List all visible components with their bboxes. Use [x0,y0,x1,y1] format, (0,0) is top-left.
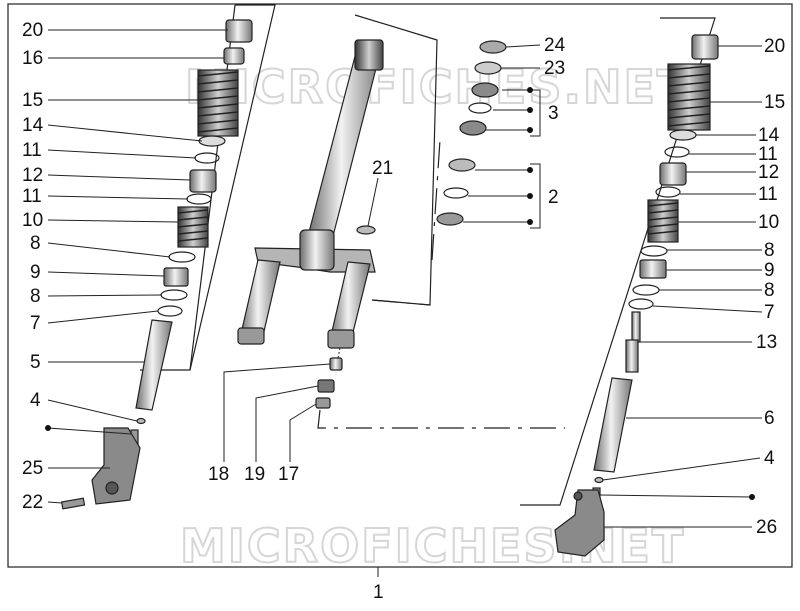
label-7-right: 7 [764,302,775,323]
label-9-right: 9 [764,260,775,281]
label-12-right: 12 [758,162,779,183]
label-10-right: 10 [758,212,779,233]
label-11-left-b: 11 [22,186,42,207]
label-26: 26 [756,517,777,538]
label-23: 23 [544,58,565,79]
part-4-washer-right [594,476,604,484]
label-16: 16 [22,48,43,69]
part-2-cone [436,212,464,226]
part-24-nut [479,40,507,54]
part-14-washer-left [198,135,226,147]
part-3-cup [459,120,487,136]
steering-stem-frame [354,14,438,306]
label-19: 19 [244,464,265,485]
label-6: 6 [764,408,775,429]
label-5: 5 [30,352,41,373]
part-20-cap-left [225,19,253,43]
label-8-right-b: 8 [764,280,775,301]
headset-dots [527,87,533,225]
headset-parts [436,40,507,226]
part-5-tube-left [135,319,173,411]
right-leg-frame [520,17,716,506]
label-15-right: 15 [764,92,785,113]
leader-lines-center [223,44,541,462]
label-12-left: 12 [22,165,43,186]
diagram-frame [7,3,793,568]
label-25: 25 [22,458,43,479]
label-4-left: 4 [30,390,41,411]
part-13-rod-top [631,311,641,343]
label-22: 22 [22,492,43,513]
label-9-left: 9 [30,262,41,283]
part-10-spring-right [647,199,679,243]
label-8-left-b: 8 [30,286,41,307]
label-2: 2 [548,187,559,208]
part-18-spacer [329,357,343,371]
part-17-nut [315,397,331,409]
label-14-left: 14 [22,115,44,136]
label-21: 21 [372,158,393,179]
part-23-lock-ring [474,61,502,75]
part-3-bearing [468,102,492,114]
leader-dash-line [317,409,565,429]
label-11-right-b: 11 [758,184,778,205]
part-9-bush-right [639,259,667,279]
part-9-bush-left [163,267,189,287]
part-11-ring-left-b [186,193,212,205]
part-12-bush-right [659,162,687,186]
label-20-right: 20 [764,36,785,57]
part-7-clip-right [628,298,654,310]
label-8-left-a: 8 [30,233,41,254]
part-11-ring-right-a [664,146,690,158]
part-22-bolt [60,497,86,510]
label-18: 18 [208,464,229,485]
leader-lines-right [599,45,763,528]
left-leg-frame [140,4,276,371]
part-3-cone [471,82,499,98]
part-21-washer [356,225,376,235]
label-15-left: 15 [22,90,43,111]
part-8-seal-right-a [640,245,668,257]
label-7-left: 7 [30,313,41,334]
label-20-left: 20 [22,20,43,41]
right-leg-parts [554,34,719,557]
part-16-spacer [223,47,245,65]
leader-lines-left [47,29,228,504]
part-4-washer-left [136,417,146,425]
part-8-seal-left-b [160,289,188,301]
part-2-cup [448,158,476,172]
steering-stem [237,39,384,409]
part-8-seal-left-a [168,251,196,263]
part-14-washer-right [669,129,697,141]
label-17: 17 [278,464,299,485]
part-11-ring-right-b [655,186,681,198]
part-11-ring-left-a [194,152,220,164]
part-labels: 20 16 15 14 11 12 11 10 8 9 8 7 5 4 25 2… [22,20,785,538]
part-2-bearing [443,187,469,199]
label-11-left-a: 11 [22,140,42,161]
part-6-tube-right [593,377,633,473]
part-20-cap-right [691,34,719,60]
label-13: 13 [756,332,777,353]
label-24: 24 [544,35,566,56]
part-8-seal-right-b [632,284,660,296]
label-8-right-a: 8 [764,240,775,261]
label-10-left: 10 [22,210,43,231]
part-12-bush-left [189,169,217,193]
part-19-bush [317,379,335,393]
label-11-right-a: 11 [758,144,778,165]
part-13-rod [625,339,639,373]
part-7-clip-left [157,305,183,317]
ref-dot-left [45,425,51,431]
part-26-bracket-right [554,489,605,557]
label-1: 1 [373,582,384,603]
label-14-right: 14 [758,125,780,146]
label-3: 3 [548,103,559,124]
left-leg-parts [60,19,253,510]
ref-dot-right [749,494,755,500]
label-4-right: 4 [764,448,775,469]
